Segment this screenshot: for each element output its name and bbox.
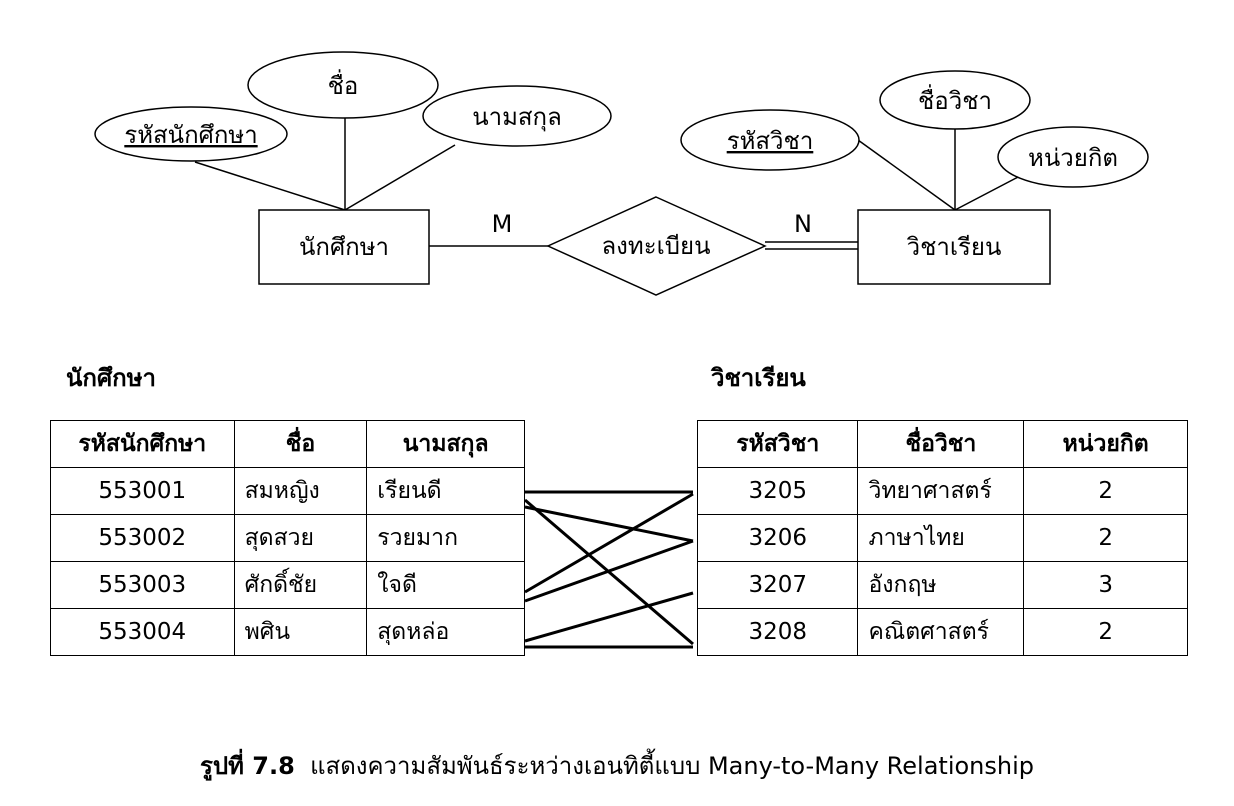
mapping-line: [524, 591, 694, 643]
cell-student-name: สมหญิง: [233, 467, 368, 515]
student-table-title: นักศึกษา: [66, 364, 156, 392]
table-row: 553002 สุดสวย รวยมาก: [50, 514, 525, 562]
course-table: รหัสวิชา ชื่อวิชา หน่วยกิต 3205 วิทยาศาส…: [696, 420, 1188, 656]
attr-line-course-credits: [954, 175, 1021, 211]
cell-course-id: 3207: [696, 561, 859, 609]
cell-student-surname: สุดหล่อ: [366, 608, 525, 656]
attr-line-course-key: [857, 139, 956, 211]
cell-student-name: ศักดิ์ชัย: [233, 561, 368, 609]
cell-student-id: 553004: [50, 608, 235, 656]
attr-line-student-key: [194, 161, 346, 211]
cell-course-name: วิทยาศาสตร์: [857, 467, 1025, 515]
attr-student-surname: นามสกุล: [472, 103, 562, 132]
cell-course-credits: 2: [1023, 514, 1188, 562]
mapping-line: [524, 492, 694, 594]
table-row: 3206 ภาษาไทย 2: [696, 514, 1188, 562]
table-row: 553003 ศักดิ์ชัย ใจดี: [50, 561, 525, 609]
cell-course-id: 3205: [696, 467, 859, 515]
cell-course-credits: 2: [1023, 467, 1188, 515]
column-header: ชื่อวิชา: [857, 420, 1025, 468]
cell-student-name: สุดสวย: [233, 514, 368, 562]
table-row: 553004 พศิน สุดหล่อ: [50, 608, 525, 656]
figure-number: รูปที่ 7.8: [199, 752, 295, 780]
column-header: หน่วยกิต: [1023, 420, 1188, 468]
column-header: ชื่อ: [233, 420, 368, 468]
mapping-lines: [524, 490, 694, 649]
cell-course-id: 3206: [696, 514, 859, 562]
table-row: 3208 คณิตศาสตร์ 2: [696, 608, 1188, 656]
cell-student-surname: ใจดี: [366, 561, 525, 609]
attr-ellipse-student-name: [247, 51, 439, 119]
entity-course-label: วิชาเรียน: [906, 233, 1001, 261]
mapping-line: [524, 539, 694, 603]
attr-student-key: รหัสนักศึกษา: [124, 121, 257, 149]
cell-course-credits: 3: [1023, 561, 1188, 609]
attr-line-student-surname: [344, 144, 456, 211]
er-diagram: รหัสนักศึกษา ชื่อ นามสกุล รหัสวิชา ชื่อว…: [94, 51, 1149, 649]
attr-ellipse-course-key: [680, 109, 860, 171]
cell-course-id: 3208: [696, 608, 859, 656]
cell-student-surname: เรียนดี: [366, 467, 525, 515]
cell-course-name: ภาษาไทย: [857, 514, 1025, 562]
entity-box-course: [857, 209, 1051, 285]
cell-course-name: อังกฤษ: [857, 561, 1025, 609]
table-row: 3205 วิทยาศาสตร์ 2: [696, 467, 1188, 515]
student-table: รหัสนักศึกษา ชื่อ นามสกุล 553001 สมหญิง …: [50, 420, 525, 656]
attr-ellipse-course-name: [879, 70, 1031, 130]
attr-course-name: ชื่อวิชา: [918, 84, 992, 115]
mapping-line: [524, 505, 694, 543]
cell-student-surname: รวยมาก: [366, 514, 525, 562]
figure-caption-text: แสดงความสัมพันธ์ระหว่างเอนทิตี้แบบ Many-…: [310, 752, 1034, 780]
attr-ellipse-student-surname: [422, 85, 612, 147]
table-row: 3207 อังกฤษ 3: [696, 561, 1188, 609]
figure-caption: รูปที่ 7.8 แสดงความสัมพันธ์ระหว่างเอนทิต…: [0, 746, 1234, 785]
cell-course-name: คณิตศาสตร์: [857, 608, 1025, 656]
table-row: 553001 สมหญิง เรียนดี: [50, 467, 525, 515]
column-header: รหัสวิชา: [696, 420, 859, 468]
attr-student-name: ชื่อ: [328, 69, 359, 100]
column-header: รหัสนักศึกษา: [50, 420, 235, 468]
attr-course-credits: หน่วยกิต: [1028, 144, 1118, 172]
column-header: นามสกุล: [366, 420, 525, 468]
cell-student-id: 553003: [50, 561, 235, 609]
cell-course-credits: 2: [1023, 608, 1188, 656]
table-header-row: รหัสวิชา ชื่อวิชา หน่วยกิต: [696, 420, 1188, 468]
entity-student-label: นักศึกษา: [299, 233, 389, 261]
relationship-diamond: [546, 196, 767, 296]
attr-course-key: รหัสวิชา: [727, 127, 814, 155]
cell-student-id: 553001: [50, 467, 235, 515]
cardinality-n: N: [794, 210, 812, 238]
table-header-row: รหัสนักศึกษา ชื่อ นามสกุล: [50, 420, 525, 468]
attr-ellipse-course-credits: [997, 126, 1149, 188]
cell-student-id: 553002: [50, 514, 235, 562]
course-table-title: วิชาเรียน: [711, 364, 806, 392]
attr-ellipse-student-key: [94, 106, 288, 162]
cell-student-name: พศิน: [233, 608, 368, 656]
entity-box-student: [258, 209, 430, 285]
cardinality-m: M: [492, 210, 513, 238]
relationship-label: ลงทะเบียน: [601, 232, 710, 260]
